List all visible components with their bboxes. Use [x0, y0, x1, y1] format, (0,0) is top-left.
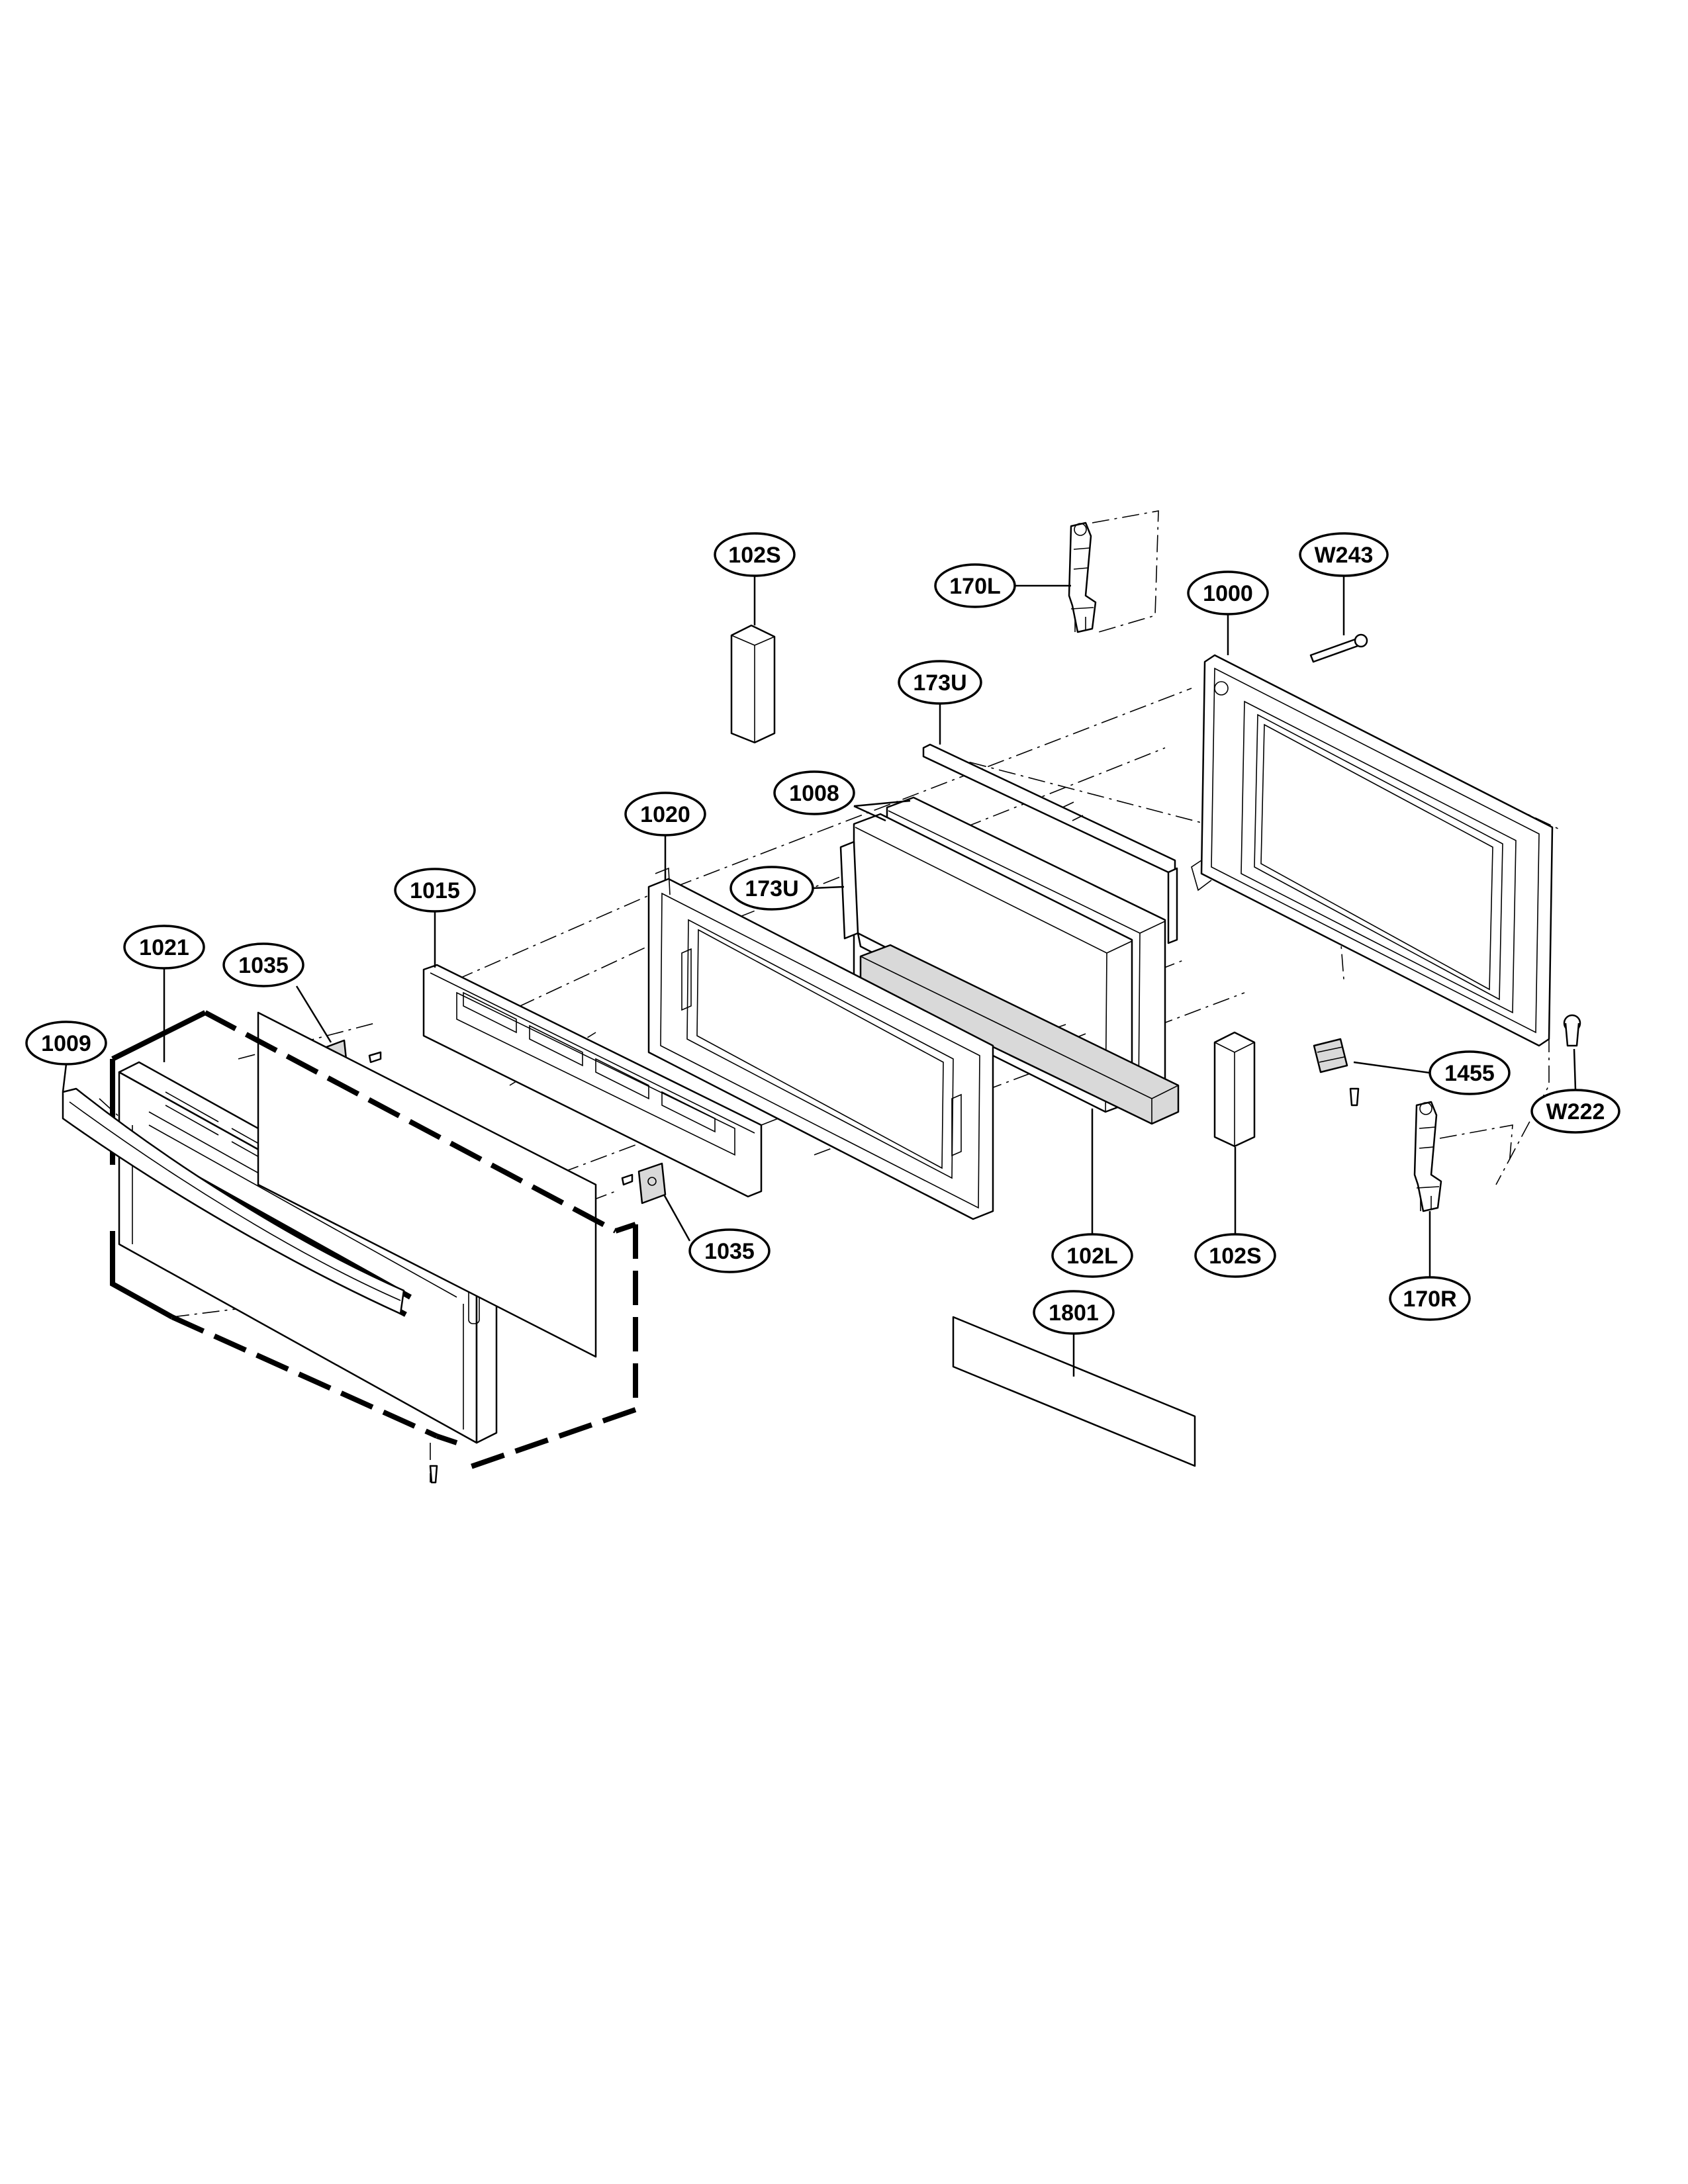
part-1015-bracket-panel — [422, 964, 763, 1198]
svg-text:173U: 173U — [913, 670, 966, 696]
svg-text:1035: 1035 — [704, 1239, 755, 1264]
svg-text:1009: 1009 — [41, 1031, 91, 1056]
part-102s-block-bottom — [1213, 1031, 1256, 1148]
callout-1020: 1020 — [624, 792, 706, 837]
part-1035-hinge-bottom — [621, 1162, 667, 1205]
callout-1000: 1000 — [1187, 570, 1269, 615]
svg-text:170R: 170R — [1403, 1287, 1456, 1312]
svg-text:1021: 1021 — [139, 935, 189, 960]
callout-1021: 1021 — [123, 925, 205, 970]
part-102l-block — [859, 944, 1180, 1125]
part-1020-frame — [647, 867, 994, 1220]
callout-102s-top: 102S — [714, 532, 796, 577]
callout-1009: 1009 — [25, 1021, 107, 1066]
callout-1455: 1455 — [1429, 1050, 1511, 1095]
callout-1801: 1801 — [1033, 1290, 1115, 1335]
part-1455-bracket — [1313, 1038, 1360, 1107]
svg-text:1008: 1008 — [789, 781, 839, 806]
svg-text:1015: 1015 — [410, 878, 460, 903]
callout-102s-bottom: 102S — [1194, 1233, 1276, 1278]
part-170l-latch — [1068, 522, 1097, 633]
part-w243-screw — [1309, 633, 1368, 663]
callout-170l: 170L — [934, 563, 1016, 608]
svg-text:1035: 1035 — [238, 953, 289, 978]
callout-1015: 1015 — [394, 868, 476, 913]
callout-173u-mid: 173U — [729, 866, 814, 911]
part-173u-trim-top — [922, 743, 1178, 944]
callout-102l: 102L — [1051, 1233, 1133, 1278]
leader-lines — [62, 576, 1577, 1377]
callout-170r: 170R — [1389, 1276, 1471, 1321]
svg-text:173U: 173U — [745, 876, 798, 901]
callout-1008: 1008 — [773, 770, 855, 815]
callout-w222: W222 — [1530, 1089, 1620, 1134]
part-1009-handle — [62, 1087, 405, 1315]
svg-text:1801: 1801 — [1049, 1300, 1099, 1326]
svg-text:102S: 102S — [1209, 1244, 1261, 1269]
callout-1035-bottom: 1035 — [688, 1228, 771, 1273]
part-102s-block-top — [730, 624, 776, 744]
part-1000-inner-door — [1191, 654, 1554, 1047]
svg-text:102S: 102S — [728, 543, 780, 568]
callout-1035-top: 1035 — [222, 942, 305, 987]
svg-text:1020: 1020 — [640, 802, 690, 827]
callout-w243: W243 — [1299, 532, 1389, 577]
svg-text:W222: W222 — [1546, 1099, 1605, 1124]
svg-text:1000: 1000 — [1203, 581, 1253, 606]
svg-text:1455: 1455 — [1444, 1061, 1495, 1086]
part-1801-label — [952, 1316, 1196, 1467]
callout-173u-top: 173U — [898, 660, 982, 705]
svg-text:102L: 102L — [1066, 1244, 1118, 1269]
svg-text:W243: W243 — [1315, 543, 1374, 568]
part-170r-latch — [1413, 1101, 1442, 1212]
svg-text:170L: 170L — [949, 574, 1001, 599]
part-1021-door-front — [110, 1010, 638, 1484]
part-w222-screw — [1563, 1014, 1581, 1047]
